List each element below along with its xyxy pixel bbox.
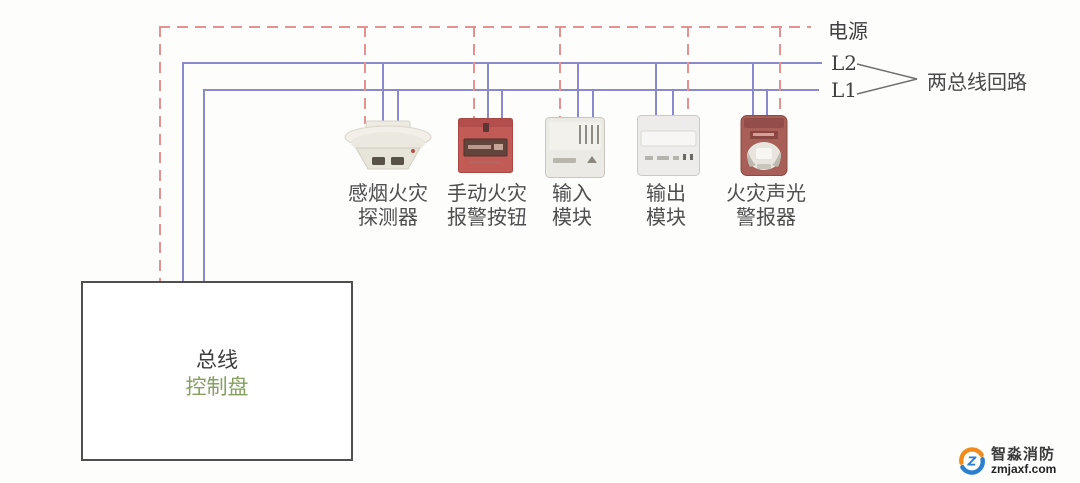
power-drop-output-module bbox=[687, 26, 689, 117]
label-line: 火灾声光 bbox=[726, 181, 806, 205]
sound-light-alarm-icon bbox=[740, 114, 788, 181]
panel-label-line1: 总线 bbox=[196, 348, 238, 372]
l2-drop-sound-light-alarm bbox=[752, 62, 754, 116]
label-smoke-detector: 感烟火灾 探测器 bbox=[318, 181, 458, 229]
svg-text:Z: Z bbox=[967, 455, 978, 469]
l1-drop-output-module bbox=[672, 89, 674, 117]
label-line: 输出 bbox=[646, 181, 686, 205]
smoke-detector-icon bbox=[342, 120, 434, 180]
label-line: 手动火灾 bbox=[447, 181, 527, 205]
l2-bus-riser bbox=[182, 62, 184, 281]
l2-drop-output-module bbox=[655, 62, 657, 117]
l1-drop-input-module bbox=[592, 89, 594, 119]
l2-drop-input-module bbox=[577, 62, 579, 119]
loop-annotation: 两总线回路 bbox=[927, 70, 1027, 94]
power-drop-manual-call-point bbox=[473, 26, 475, 120]
l2-bus-line-horizontal bbox=[182, 62, 822, 64]
power-drop-input-module bbox=[559, 26, 561, 119]
bus-control-panel-label: 总线 控制盘 bbox=[83, 347, 351, 401]
label-line: 模块 bbox=[552, 205, 592, 229]
l1-drop-sound-light-alarm bbox=[766, 89, 768, 116]
watermark-url: zmjaxf.com bbox=[991, 461, 1057, 476]
label-line: 探测器 bbox=[358, 205, 418, 229]
label-line: 警报器 bbox=[736, 205, 796, 229]
label-manual-call-point: 手动火灾 报警按钮 bbox=[417, 181, 557, 229]
label-line: 模块 bbox=[646, 205, 686, 229]
output-module-icon bbox=[637, 115, 700, 180]
power-line-horizontal bbox=[159, 26, 811, 28]
loop-brace-lines bbox=[856, 63, 918, 95]
input-module-icon bbox=[545, 117, 605, 182]
l1-line-label: L1 bbox=[831, 78, 858, 102]
label-output-module: 输出 模块 bbox=[596, 181, 736, 229]
bus-control-panel-box: 总线 控制盘 bbox=[81, 281, 353, 461]
l2-line-label: L2 bbox=[831, 51, 858, 75]
panel-label-line2: 控制盘 bbox=[185, 375, 249, 399]
l1-drop-manual-call-point bbox=[501, 89, 503, 120]
l2-drop-smoke-detector bbox=[382, 62, 384, 125]
label-sound-light-alarm: 火灾声光 警报器 bbox=[696, 181, 836, 229]
label-line: 报警按钮 bbox=[447, 205, 527, 229]
watermark: Z 智淼消防 zmjaxf.com bbox=[958, 447, 1056, 475]
watermark-name: 智淼消防 bbox=[991, 446, 1056, 463]
manual-call-point-icon bbox=[458, 118, 513, 177]
power-line-label: 电源 bbox=[828, 19, 868, 43]
label-input-module: 输入 模块 bbox=[502, 181, 642, 229]
l1-bus-riser bbox=[203, 89, 205, 281]
power-drop-smoke-detector bbox=[364, 26, 366, 124]
l2-drop-manual-call-point bbox=[487, 62, 489, 120]
l1-bus-line-horizontal bbox=[203, 89, 819, 91]
l1-drop-smoke-detector bbox=[397, 89, 399, 127]
power-line-riser bbox=[159, 26, 161, 281]
power-drop-sound-light-alarm bbox=[779, 26, 781, 116]
label-line: 感烟火灾 bbox=[348, 181, 428, 205]
zmjaxf-logo-icon: Z bbox=[959, 447, 985, 475]
label-line: 输入 bbox=[552, 181, 592, 205]
watermark-text: 智淼消防 zmjaxf.com bbox=[991, 447, 1056, 475]
